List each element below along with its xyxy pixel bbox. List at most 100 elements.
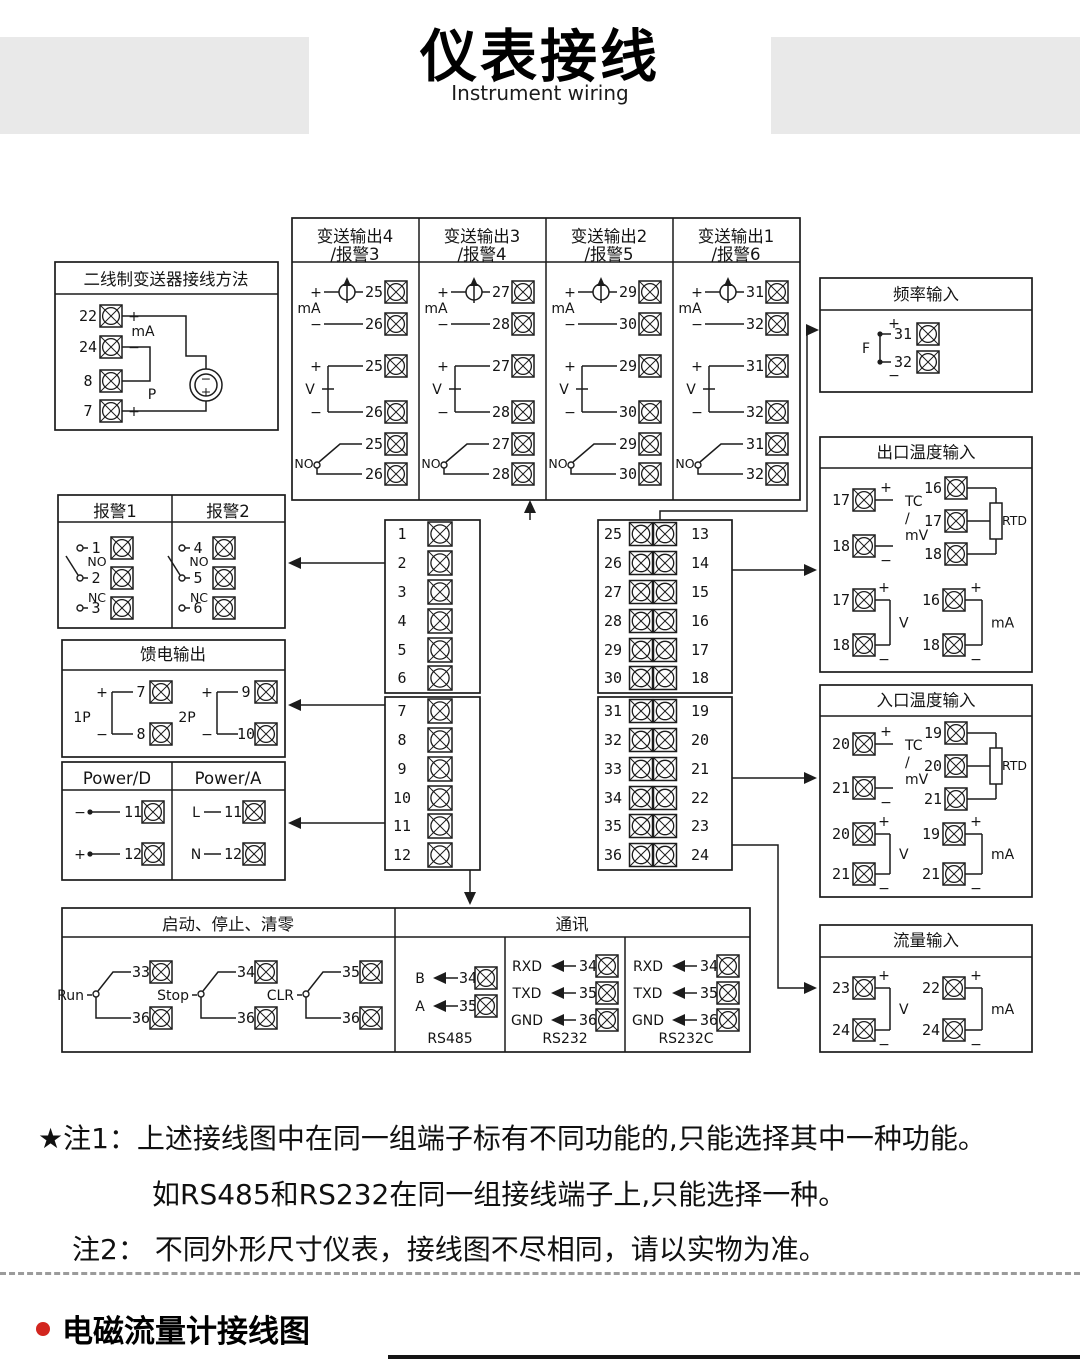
arrowhead-icon [804,982,817,994]
terminal-screw-icon [212,596,236,620]
no-label: NO [675,456,694,471]
terminal-screw-icon [427,842,453,868]
polarity-minus: − [691,405,703,421]
note-2-prefix: 注2： [72,1233,146,1266]
terminal-number: 16 [691,612,709,630]
column-subtitle: /报警4 [457,245,506,264]
terminal-screw-icon [511,312,535,336]
terminal-screw-icon [652,813,678,839]
power-box [61,761,286,881]
terminal-screw-icon [359,1006,383,1030]
terminal-screw-icon [765,312,789,336]
column-subtitle: /报警3 [330,245,379,264]
terminal-number: 11 [124,803,142,821]
polarity-minus: − [564,405,576,421]
header-right-bar [771,37,1080,134]
terminal-screw-icon [628,842,654,868]
terminal-screw-icon [652,637,678,663]
polarity-sign: − [128,340,140,356]
polarity-plus: + [880,480,892,496]
terminal-number: 2 [397,554,406,572]
section-heading: 电磁流量计接线图 [36,1306,310,1351]
terminal-screw-icon [628,727,654,753]
terminal-number: 20 [832,825,850,843]
signal-label: V [899,847,909,863]
terminal-number: 36 [342,1009,360,1027]
terminal-number: 29 [619,283,637,301]
terminal-number: 20 [924,757,942,775]
p-label: P [148,387,156,403]
terminal-number: 36 [700,1011,718,1029]
terminal-strip-left-lower [384,696,481,871]
arrowhead-icon [464,892,476,905]
terminal-screw-icon [254,722,278,746]
terminal-number: 32 [746,403,764,421]
header-title-block: 仪表接线 Instrument wiring [0,26,1080,105]
ma-label: mA [131,324,155,340]
terminal-screw-icon [852,822,876,846]
terminal-screw-icon [852,976,876,1000]
rtd-label: RTD [1002,758,1027,773]
terminal-number: 21 [832,779,850,797]
terminal-number: 26 [365,465,383,483]
terminal-screw-icon [716,981,740,1005]
ma-label: mA [678,301,702,317]
wire [97,971,131,992]
terminal-number: 34 [237,963,255,981]
terminal-number: 34 [604,789,622,807]
feed-title: 馈电输出 [140,645,206,664]
terminal-screw-icon [638,312,662,336]
terminal-screw-icon [427,813,453,839]
arrowhead-icon [551,960,564,972]
terminal-screw-icon [359,960,383,984]
terminal-screw-icon [765,280,789,304]
terminal-screw-icon [254,1006,278,1030]
terminal-screw-icon [254,680,278,704]
terminal-screw-icon [652,785,678,811]
terminal-number: 35 [459,997,477,1015]
terminal-number: 8 [83,372,92,390]
terminal-screw-icon [427,727,453,753]
terminal-number: 29 [619,435,637,453]
terminal-number: 36 [579,1011,597,1029]
terminal-screw-icon [212,536,236,560]
terminal-number: 36 [132,1009,150,1027]
terminal-number: 18 [691,669,709,687]
feed-output-box [61,639,286,758]
polarity-minus: − [970,881,982,897]
terminal-screw-icon [628,813,654,839]
arrowhead-icon [672,960,685,972]
terminal-number: 18 [922,636,940,654]
signal-name: GND [511,1013,543,1029]
column-title: 变送输出2 [571,227,648,246]
terminal-number: 34 [459,969,477,987]
current-source-arrow [470,277,478,286]
polarity-plus: + [878,580,890,596]
v-label: V [305,382,315,398]
wire [443,468,489,475]
nc-label: NC [88,590,106,605]
polarity-plus: + [970,580,982,596]
terminal-number: 18 [924,545,942,563]
line-label: N [191,847,201,863]
terminal-screw-icon [149,1006,173,1030]
wire [307,971,341,992]
switch-contact-icon [76,544,84,552]
terminal-number: 33 [604,760,622,778]
switch-contact-icon [76,574,84,582]
polarity-plus: + [437,285,449,301]
terminal-screw-icon [852,732,876,756]
terminal-number: 5 [397,641,406,659]
terminal-screw-icon [765,432,789,456]
signal-label: mA [991,616,1015,632]
terminal-screw-icon [652,550,678,576]
terminal-screw-icon [638,462,662,486]
polarity-plus: + [888,316,900,332]
terminal-screw-icon [99,399,123,423]
arrowhead-icon [433,972,446,984]
section-heading-text: 电磁流量计接线图 [62,1314,310,1350]
terminal-screw-icon [110,536,134,560]
terminal-screw-icon [852,776,876,800]
switch-contact-icon [567,461,575,469]
terminal-number: 34 [700,957,718,975]
